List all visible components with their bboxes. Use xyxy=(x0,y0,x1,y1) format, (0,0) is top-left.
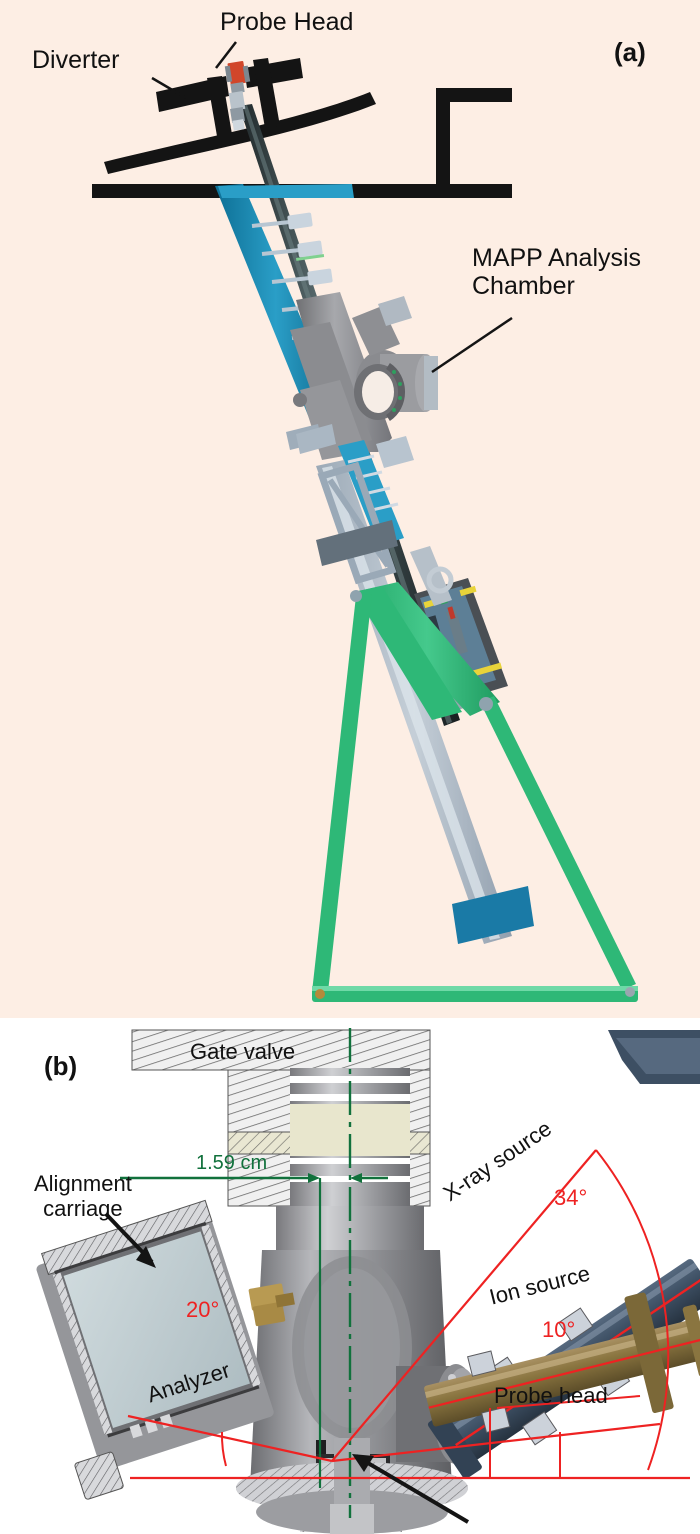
probe-head-leader xyxy=(352,1454,470,1524)
analyzer-ray xyxy=(127,1414,333,1463)
probe-head-leader xyxy=(215,41,237,69)
diverter-leader xyxy=(151,76,187,100)
x-ray-ray xyxy=(331,1149,597,1462)
label-probe-head: Probe Head xyxy=(220,8,354,36)
panel-a-drawing xyxy=(92,41,638,1002)
diverter-arc-group xyxy=(104,92,376,174)
vessel-wall-group xyxy=(92,88,512,198)
annotation-x-ray-source-angle: 34° xyxy=(554,1185,588,1210)
label-probe-head-b: Probe head xyxy=(494,1383,608,1408)
probe-head-assembly xyxy=(224,61,251,131)
panel-tag-a: (a) xyxy=(614,37,646,67)
ion-ray xyxy=(331,1422,661,1463)
green-support-frame xyxy=(312,582,638,1002)
chamber-leader xyxy=(431,316,513,374)
annotation-ion-source-angle: 10° xyxy=(542,1317,576,1342)
ion-source-tube xyxy=(424,1292,700,1434)
annotation-offset-dimension: 1.59 cm xyxy=(196,1152,268,1174)
label-diverter: Diverter xyxy=(32,46,120,74)
offset-dimension-graphic xyxy=(120,1028,388,1518)
label-mapp-analysis-chamber: MAPP Analysis Chamber xyxy=(472,244,642,300)
carriage-coupling xyxy=(248,1283,295,1327)
panel-tag-b: (b) xyxy=(44,1051,78,1081)
ion-top-line xyxy=(496,1395,641,1409)
alignment-carriage-leader xyxy=(104,1212,156,1268)
x-ray-source-rear-flange xyxy=(608,1030,700,1084)
alignment-carriage-analyzer xyxy=(36,1199,274,1500)
annotation-analyzer-angle: 20° xyxy=(186,1297,220,1322)
x-ray-angle-arc xyxy=(595,1149,670,1471)
panel-a-leader-lines xyxy=(151,41,513,374)
diverter-plates xyxy=(156,58,303,142)
carriage-frame xyxy=(316,460,534,944)
label-gate-valve: Gate valve xyxy=(190,1039,296,1064)
bottom-drive-assembly xyxy=(236,1438,468,1534)
angle-construction-lines xyxy=(127,1149,690,1480)
panel-b-drawing xyxy=(36,1028,700,1534)
label-alignment-carriage: Alignment carriage xyxy=(34,1171,132,1221)
analyzer-angle-arc xyxy=(220,1431,227,1467)
